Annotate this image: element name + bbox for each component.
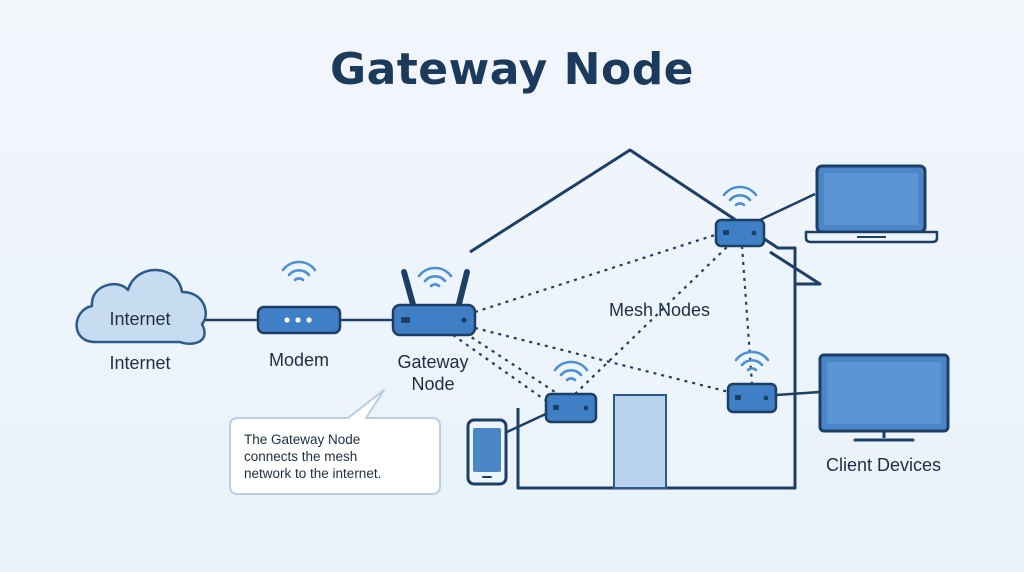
callout-bubble: [229, 389, 441, 495]
callout-line: network to the internet.: [244, 466, 382, 481]
modem-label: Modem: [268, 350, 330, 370]
mesh-links: [452, 232, 754, 401]
cloud-label: Internet: [109, 309, 170, 329]
page-title: Gateway Node: [329, 44, 695, 95]
door-icon: [613, 394, 667, 489]
phone-icon: [466, 418, 508, 486]
router-icon: [391, 269, 477, 337]
laptop-icon: [804, 164, 939, 244]
gateway-label-line2: Node: [411, 374, 455, 394]
callout-text: The Gateway Node connects the mesh netwo…: [244, 431, 424, 482]
wired-links: [203, 192, 821, 434]
mesh-node-icon: [714, 218, 766, 248]
gateway-node-label: Gateway Node: [397, 351, 468, 395]
wifi-icon: [417, 266, 453, 288]
internet-label: Internet: [109, 353, 171, 373]
client-devices-label: Client Devices: [826, 455, 942, 475]
callout-line: The Gateway Node: [244, 432, 361, 447]
monitor-icon: [818, 353, 950, 442]
wifi-icon: [722, 185, 758, 207]
mesh-nodes-label: Mesh Nodes: [609, 300, 711, 320]
gateway-label-line1: Gateway: [397, 352, 469, 372]
modem-icon: [256, 305, 342, 335]
wifi-icon: [281, 260, 317, 282]
mesh-node-icon: [726, 382, 778, 414]
cloud-icon: [75, 268, 207, 345]
callout-line: connects the mesh: [244, 449, 358, 464]
mesh-node-icon: [544, 392, 598, 424]
